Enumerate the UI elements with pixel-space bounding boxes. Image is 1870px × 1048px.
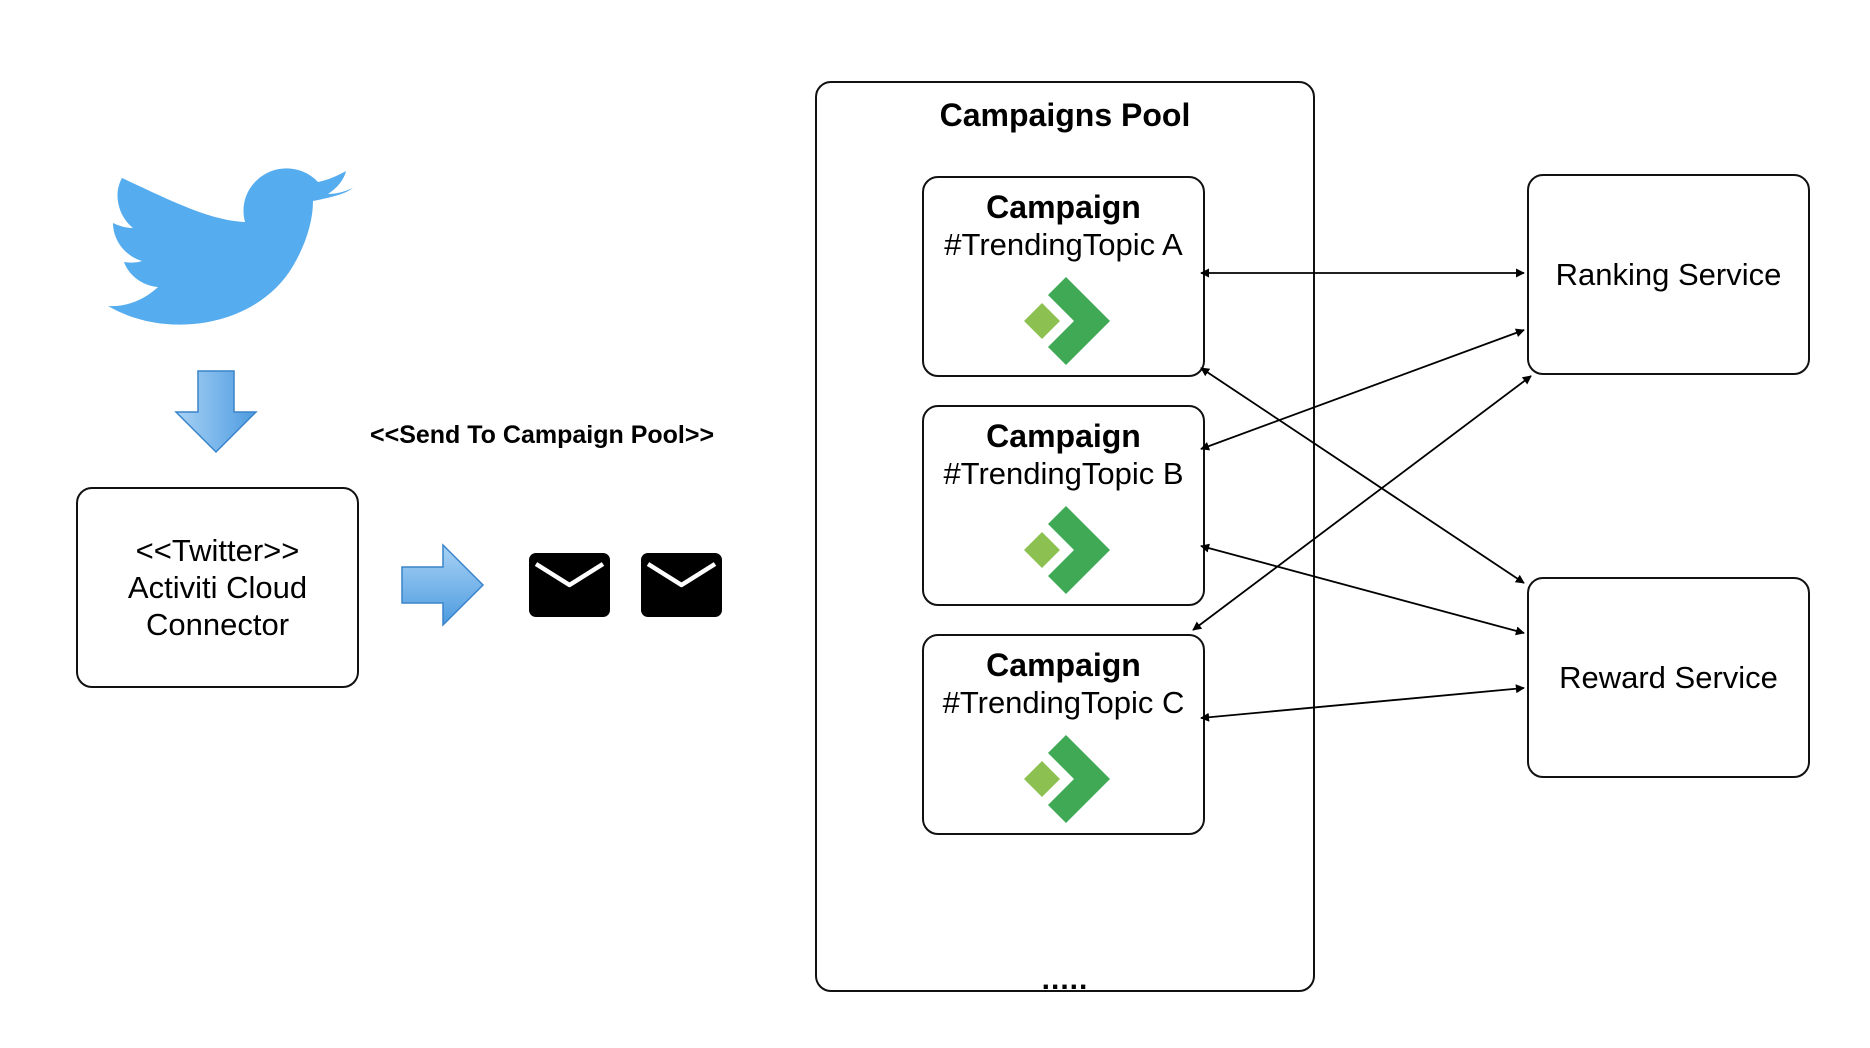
send-to-pool-label: <<Send To Campaign Pool>>	[370, 421, 715, 449]
connector-stereotype: <<Twitter>>	[135, 533, 300, 568]
activiti-logo-icon	[1024, 735, 1110, 823]
campaign-title: Campaign	[986, 418, 1141, 454]
link-b-ranking	[1200, 328, 1525, 451]
activiti-logo-icon	[1024, 277, 1110, 365]
campaign-box-b: Campaign #TrendingTopic B	[922, 405, 1205, 606]
activiti-logo-icon	[1024, 506, 1110, 594]
link-c-reward	[1200, 684, 1525, 722]
campaign-box-c: Campaign #TrendingTopic C	[922, 634, 1205, 835]
ranking-service-box: Ranking Service	[1527, 174, 1810, 375]
twitter-connector-box: <<Twitter>> Activiti Cloud Connector	[76, 487, 359, 688]
twitter-bird-icon	[108, 168, 353, 325]
campaign-topic: #TrendingTopic A	[944, 227, 1183, 262]
right-arrow-icon	[401, 543, 485, 627]
campaign-title: Campaign	[986, 189, 1141, 225]
pool-title: Campaigns Pool	[939, 97, 1191, 133]
connector-name-line2: Connector	[145, 607, 290, 642]
campaign-topic: #TrendingTopic C	[942, 685, 1185, 720]
more-campaigns-ellipsis: .....	[1041, 963, 1089, 996]
campaign-title: Campaign	[986, 647, 1141, 683]
ranking-service-label: Ranking Service	[1555, 256, 1782, 292]
link-a-reward	[1200, 367, 1525, 584]
down-arrow-icon	[174, 370, 258, 454]
reward-service-label: Reward Service	[1559, 659, 1778, 695]
link-b-reward	[1200, 543, 1525, 636]
reward-service-box: Reward Service	[1527, 577, 1810, 778]
connector-name-line1: Activiti Cloud	[127, 570, 308, 605]
envelope-icon	[641, 553, 722, 617]
envelope-icon	[529, 553, 610, 617]
link-c-ranking	[1192, 375, 1532, 631]
campaign-topic: #TrendingTopic B	[943, 456, 1184, 491]
